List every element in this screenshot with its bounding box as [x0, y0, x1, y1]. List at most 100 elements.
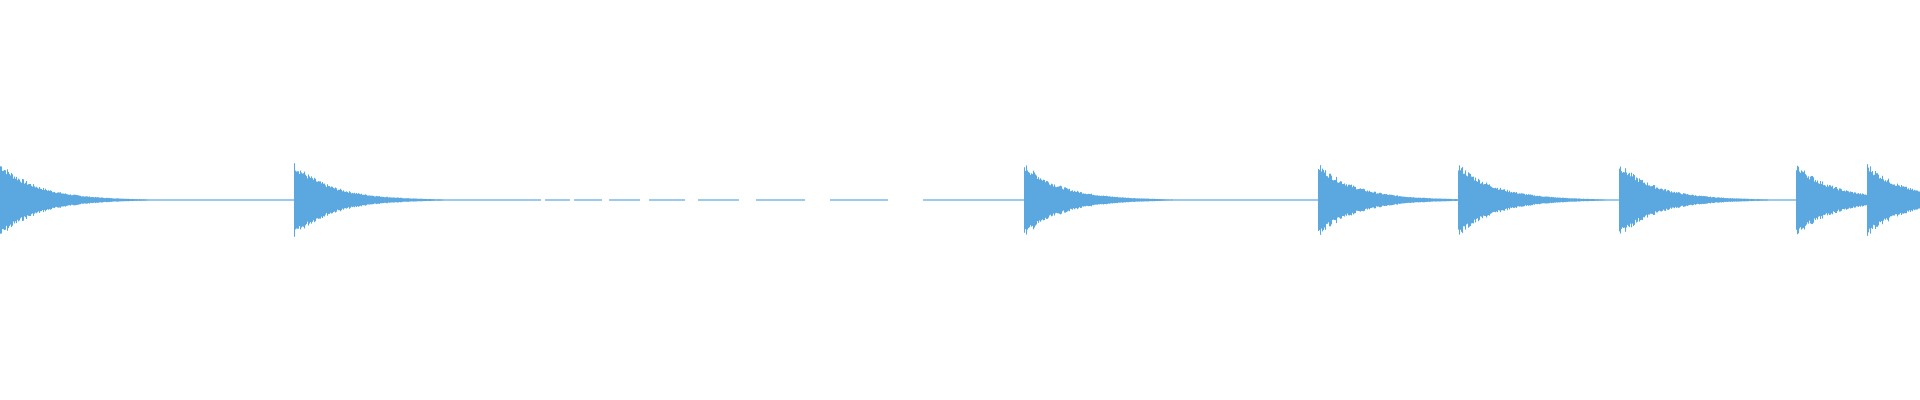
waveform-peak — [1747, 198, 1749, 202]
waveform-peak — [1363, 188, 1365, 212]
waveform-peak — [368, 195, 370, 205]
waveform-peak — [1663, 190, 1665, 210]
waveform-peak — [209, 199, 211, 201]
waveform-peak — [1180, 199, 1182, 201]
waveform-peak — [175, 199, 177, 201]
waveform-peak — [455, 199, 457, 201]
waveform-peak — [559, 199, 561, 201]
waveform-peak — [564, 199, 566, 201]
waveform-peak — [1199, 199, 1201, 201]
waveform-peak — [673, 199, 675, 201]
waveform-peak — [554, 199, 556, 201]
waveform-peak — [1535, 196, 1537, 204]
waveform-peak — [1299, 199, 1301, 201]
waveform-peak — [430, 199, 432, 201]
waveform-peak — [1598, 199, 1600, 201]
waveform-peak — [526, 199, 528, 201]
waveform-peak — [1233, 199, 1235, 201]
waveform-peak — [1184, 199, 1186, 201]
waveform-peak — [1867, 164, 1869, 236]
waveform-peak — [1806, 175, 1808, 225]
waveform-peak — [1040, 178, 1042, 222]
waveform-peak — [43, 187, 45, 213]
waveform-peak — [294, 163, 296, 237]
waveform-peak — [961, 199, 963, 201]
waveform-peak — [1635, 180, 1637, 220]
waveform-peak — [1917, 190, 1919, 210]
waveform-peak — [6, 174, 8, 226]
waveform-peak — [1448, 198, 1450, 202]
waveform-peak — [1424, 197, 1426, 203]
waveform-peak — [1261, 199, 1263, 201]
waveform-peak — [1295, 199, 1297, 201]
waveform-peak — [1110, 196, 1112, 204]
waveform-peak — [1379, 192, 1381, 208]
waveform-peak — [684, 199, 686, 201]
waveform-peak — [1163, 199, 1165, 201]
waveform-peak — [1341, 181, 1343, 219]
waveform-peak — [1536, 195, 1538, 205]
waveform-peak — [1294, 199, 1296, 201]
waveform-peak — [663, 199, 665, 201]
waveform-peak — [833, 199, 835, 201]
waveform-peak — [1737, 198, 1739, 202]
waveform-peak — [1305, 199, 1307, 201]
waveform-peak — [1005, 199, 1007, 201]
waveform-peak — [225, 199, 227, 201]
waveform-peak — [1333, 180, 1335, 220]
waveform-peak — [924, 199, 926, 201]
waveform-peak — [409, 198, 411, 202]
waveform-peak — [1522, 193, 1524, 207]
waveform-peak — [1237, 199, 1239, 201]
waveform-peak — [886, 199, 888, 201]
waveform-peak — [58, 192, 60, 208]
waveform-peak — [411, 198, 413, 202]
waveform-peak — [388, 197, 390, 203]
waveform-peak — [1081, 192, 1083, 208]
waveform-peak — [1193, 199, 1195, 201]
waveform-peak — [779, 199, 781, 201]
waveform-peak — [1104, 195, 1106, 205]
waveform-peak — [1049, 184, 1051, 216]
waveform-peak — [55, 192, 57, 208]
waveform-peak — [34, 186, 36, 214]
waveform-peak — [502, 199, 504, 201]
waveform-peak — [9, 173, 11, 227]
waveform-peak — [1799, 171, 1801, 229]
waveform-peak — [79, 195, 81, 205]
waveform-peak — [37, 187, 39, 213]
waveform-peak — [1062, 188, 1064, 212]
waveform-peak — [1260, 199, 1262, 201]
waveform-peak — [1030, 174, 1032, 226]
waveform-peak — [511, 199, 513, 201]
waveform-peak — [1127, 197, 1129, 203]
waveform-peak — [1470, 173, 1472, 226]
waveform-peak — [527, 199, 529, 201]
waveform-peak — [308, 174, 310, 226]
waveform-peak — [112, 198, 114, 202]
waveform-peak — [1292, 199, 1294, 201]
waveform-peak — [1580, 198, 1582, 202]
waveform-peak — [536, 199, 538, 201]
waveform-peak — [103, 197, 105, 203]
waveform-peak — [336, 188, 338, 212]
waveform-peak — [1791, 199, 1793, 201]
waveform-peak — [1174, 199, 1176, 201]
waveform-peak — [427, 199, 429, 201]
waveform-peak — [1592, 199, 1594, 202]
waveform-peak — [202, 199, 204, 201]
waveform-peak — [1242, 199, 1244, 201]
waveform-peak — [1589, 199, 1591, 201]
waveform-peak — [1263, 199, 1265, 201]
waveform-peak — [116, 198, 118, 202]
waveform-peak — [1442, 198, 1444, 202]
waveform-peak — [1654, 185, 1656, 215]
waveform-peak — [132, 198, 134, 202]
waveform-peak — [617, 199, 619, 201]
waveform-peak — [66, 194, 68, 206]
waveform-peak — [624, 199, 626, 201]
waveform-peak — [652, 199, 654, 201]
waveform-peak — [847, 199, 849, 201]
